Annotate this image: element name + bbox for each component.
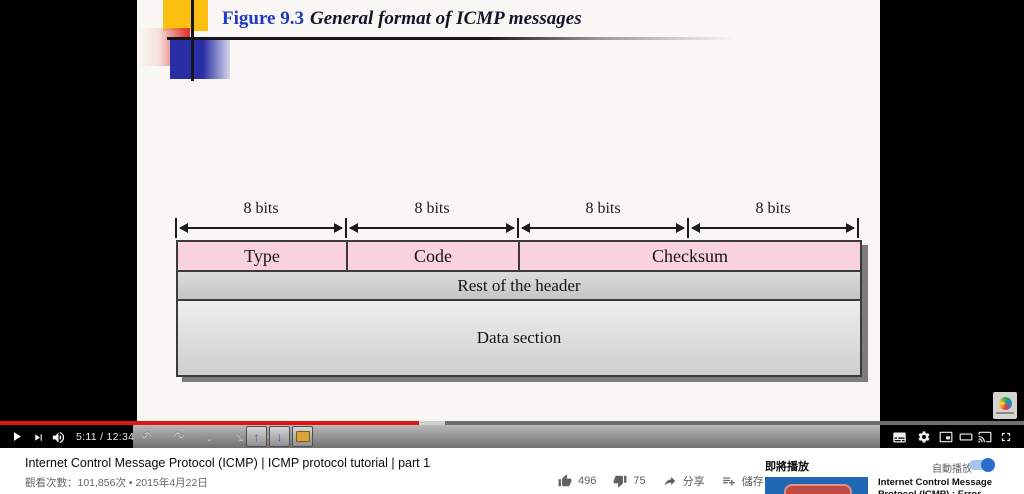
video-info-section: Internet Control Message Protocol (ICMP)…: [0, 448, 1024, 494]
upnext-video-title[interactable]: Internet Control Message Protocol (ICMP)…: [878, 477, 992, 494]
bits-label: 8 bits: [414, 200, 450, 217]
slide-deco-blue: [170, 37, 230, 79]
time-display: 5:11 / 12:34: [76, 431, 135, 443]
like-count: 496: [578, 474, 597, 487]
volume-icon: [52, 432, 65, 443]
upnext-title-line: Protocol (ICMP) : Error: [878, 489, 992, 494]
action-bar: 496 75 分享 儲存 ⋯: [558, 472, 801, 489]
miniplayer-icon: [939, 431, 953, 443]
upnext-thumbnail[interactable]: [765, 477, 868, 494]
save-label: 儲存: [741, 475, 764, 488]
subtitles-button[interactable]: [892, 430, 907, 445]
share-label: 分享: [682, 475, 705, 488]
progress-bar[interactable]: [0, 421, 1024, 425]
theater-mode-icon: [959, 433, 973, 441]
field-checksum: Checksum: [652, 245, 728, 266]
fullscreen-icon: [1001, 432, 1011, 442]
thumbs-up-icon: [558, 474, 572, 486]
span-arrow: [691, 223, 855, 233]
bits-label: 8 bits: [243, 200, 279, 217]
channel-logo-icon: [998, 397, 1012, 410]
figure-title: General format of ICMP messages: [310, 8, 582, 29]
thumbnail-graphic: [784, 484, 852, 494]
channel-watermark[interactable]: [993, 392, 1017, 419]
upnext-title-line: Internet Control Message: [878, 477, 993, 488]
play-button[interactable]: [9, 429, 24, 444]
span-arrow: [179, 223, 343, 233]
bits-label: 8 bits: [585, 200, 621, 217]
field-code: Code: [348, 242, 520, 270]
figure-label: Figure 9.3: [222, 8, 304, 29]
rest-of-header-row: Rest of the header: [178, 272, 860, 301]
field-type: Type: [178, 242, 348, 270]
slide-deco-yellow: [163, 0, 208, 31]
play-icon: [14, 432, 21, 441]
slide-deco-hline: [167, 37, 737, 40]
gear-icon: [918, 431, 930, 443]
bits-label: 8 bits: [755, 200, 791, 217]
data-section-row: Data section: [178, 301, 860, 375]
share-button[interactable]: 分享: [663, 473, 705, 489]
like-button[interactable]: 496: [558, 474, 596, 488]
watermark-caption: [996, 412, 1014, 414]
cast-button[interactable]: [978, 430, 992, 444]
dislike-count: 75: [633, 474, 646, 487]
save-button[interactable]: 儲存: [722, 473, 764, 489]
toolbar-folder-icon: [292, 426, 313, 447]
tick-mark: [345, 218, 347, 238]
toolbar-arrow-icons: ↶ ↷ ↓ ↘ ↪: [141, 428, 287, 443]
next-button[interactable]: [32, 431, 45, 444]
progress-played: [0, 421, 419, 425]
autoplay-label: 自動播放: [932, 464, 972, 475]
upnext-heading: 即將播放: [765, 461, 809, 473]
share-icon: [664, 476, 675, 486]
subtitles-icon: [893, 432, 906, 443]
theater-mode-button[interactable]: [959, 430, 973, 444]
cast-icon: [978, 431, 992, 443]
miniplayer-button[interactable]: [939, 430, 953, 444]
playlist-add-icon: [722, 477, 735, 486]
fullscreen-button[interactable]: [999, 430, 1013, 444]
tick-mark: [687, 218, 689, 238]
tick-mark: [857, 218, 859, 238]
dislike-button[interactable]: 75: [613, 474, 646, 488]
view-count: 觀看次數：101,856次 • 2015年4月22日: [25, 477, 208, 489]
slide-deco-vline: [191, 0, 194, 81]
icmp-format-table: Type Code Checksum Rest of the header Da…: [176, 240, 862, 377]
thumbs-down-icon: [613, 475, 627, 487]
next-icon: [35, 434, 42, 441]
tick-mark: [517, 218, 519, 238]
toggle-knob-icon: [981, 458, 995, 472]
settings-button[interactable]: [917, 430, 931, 444]
tick-mark: [175, 218, 177, 238]
video-surface[interactable]: Figure 9.3 General format of ICMP messag…: [0, 0, 1024, 448]
toolbar-download-icon: ↓: [269, 426, 290, 447]
in-video-toolbar: ↶ ↷ ↓ ↘ ↪ ↑ ↓: [133, 423, 880, 448]
toolbar-upload-icon: ↑: [246, 426, 267, 447]
icmp-header-row: Type Code Checksum: [178, 242, 860, 272]
video-title: Internet Control Message Protocol (ICMP)…: [25, 456, 431, 470]
autoplay-toggle[interactable]: [969, 458, 995, 472]
span-arrow: [349, 223, 515, 233]
span-arrow: [521, 223, 685, 233]
slide-content: Figure 9.3 General format of ICMP messag…: [133, 0, 880, 448]
volume-button[interactable]: [51, 430, 66, 445]
